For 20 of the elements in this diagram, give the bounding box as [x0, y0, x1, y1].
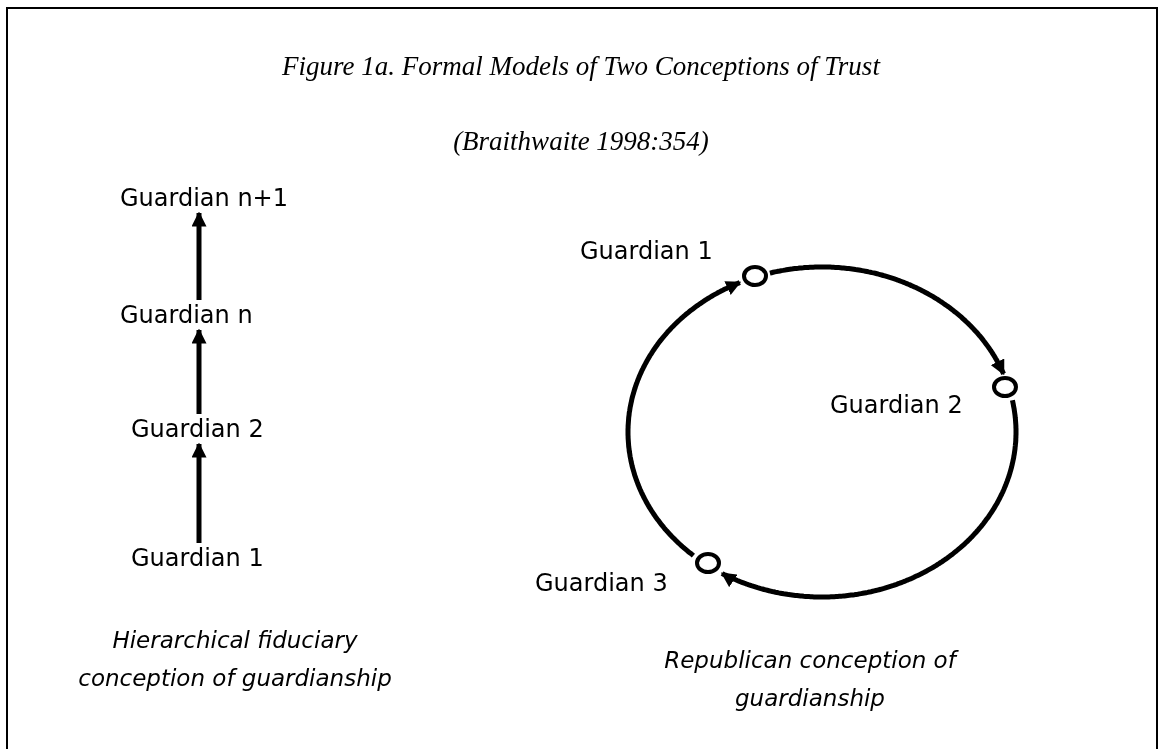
node-label: Guardian 3 — [535, 568, 668, 598]
node-circle — [742, 265, 768, 287]
arrow — [625, 280, 742, 558]
figure-title: Figure 1a. Formal Models of Two Conceptions of Trust — [281, 50, 882, 83]
node-circle — [695, 552, 721, 574]
node-label: Guardian 1 — [131, 543, 264, 573]
diagram-caption: Republican conception of guardianship — [655, 641, 965, 717]
arrow — [769, 264, 1006, 376]
arrow — [719, 399, 1019, 600]
citation: (Braithwaite 1998:354) — [452, 125, 710, 158]
arrow — [191, 442, 207, 543]
arrow — [191, 211, 207, 300]
node-label: Guardian 2 — [830, 390, 963, 420]
node-label: Guardian n — [120, 300, 253, 330]
diagram-caption: Hierarchical fiduciary conception of guardianship — [77, 626, 393, 693]
node-label: Guardian 2 — [131, 414, 264, 444]
arrow — [191, 328, 207, 414]
node-label: Guardian n+1 — [120, 183, 288, 213]
node-label: Guardian 1 — [580, 236, 713, 266]
node-circle — [992, 376, 1018, 398]
